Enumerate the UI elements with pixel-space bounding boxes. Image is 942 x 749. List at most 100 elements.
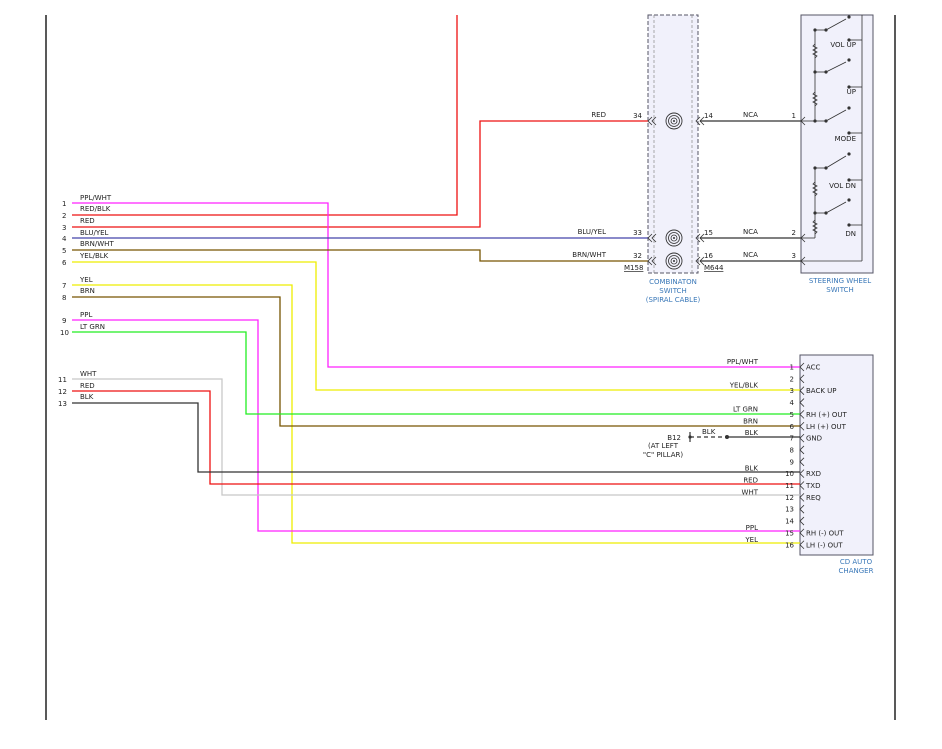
combo-wire-label: BRN/WHT xyxy=(572,251,606,259)
connector-chevron-icon xyxy=(799,433,805,443)
wire-lt-grn-pin10 xyxy=(72,331,800,415)
cd-pin-number: 14 xyxy=(785,518,794,526)
left-pin-number: 4 xyxy=(62,235,67,243)
ground-id: B12 xyxy=(667,434,681,442)
cd-pin-function: LH (-) OUT xyxy=(806,541,843,549)
spiral-coil-icon xyxy=(665,229,683,247)
wire-wht-pin11 xyxy=(72,378,800,496)
combo-wire-label: NCA xyxy=(743,251,758,259)
ground-labels: B12 (AT LEFT "C" PILLAR) BLK xyxy=(643,428,716,459)
left-pin-wire-label: RED xyxy=(80,217,95,225)
cd-pin-function: TXD xyxy=(805,482,820,490)
left-pin-number: 10 xyxy=(60,329,69,337)
combo-wire-label: NCA xyxy=(743,228,758,236)
steering-switch-labels: 1 2 3 VOL UP UP MODE VOL DN DN STEERING … xyxy=(792,41,872,294)
connector-chevron-icon xyxy=(647,116,657,126)
steering-button-label: MODE xyxy=(835,135,856,143)
left-pin-wire-label: BRN/WHT xyxy=(80,240,114,248)
combo-pin-number: 33 xyxy=(633,229,642,237)
cd-pin-function: GND xyxy=(806,435,822,443)
connector-chevron-icon xyxy=(695,116,705,126)
connector-chevron-icon xyxy=(799,469,805,478)
left-pin-number: 8 xyxy=(62,294,66,302)
cd-pin-function: RXD xyxy=(806,470,821,478)
left-pin-number: 12 xyxy=(58,388,67,396)
steering-pin-number: 3 xyxy=(792,252,796,260)
connector-chevron-icon xyxy=(799,540,805,550)
connector-chevron-icon xyxy=(647,256,657,266)
steering-pin-number: 2 xyxy=(792,229,796,237)
combo-pin-number: 15 xyxy=(704,229,713,237)
left-pin-wire-label: BRN xyxy=(80,287,95,295)
left-pin-wire-label: YEL xyxy=(79,276,93,284)
cd-pin-number: 4 xyxy=(790,399,795,407)
left-pin-wire-label: RED/BLK xyxy=(80,205,111,213)
cd-wire-label: BLK xyxy=(745,465,759,473)
switch-contact-dots xyxy=(813,15,851,227)
left-pin-number: 5 xyxy=(62,247,66,255)
wires xyxy=(72,15,801,544)
cd-pin-function: BACK UP xyxy=(806,387,837,395)
combo-wire-label: NCA xyxy=(743,111,758,119)
cd-wire-label: RED xyxy=(743,477,758,485)
connector-id-m644: M644 xyxy=(704,264,724,272)
ground-splice-dot xyxy=(725,435,729,439)
left-pin-wire-label: PPL xyxy=(80,311,92,319)
combo-pin-number: 14 xyxy=(704,112,713,120)
left-pin-number: 9 xyxy=(62,317,66,325)
wire-red-pin3 xyxy=(72,120,648,228)
cd-pin-number: 6 xyxy=(790,423,795,431)
connector-chevron-icon xyxy=(799,410,805,419)
connector-chevron-icon xyxy=(799,398,805,407)
steering-pin-number: 1 xyxy=(792,112,796,120)
cd-pin-number: 3 xyxy=(790,387,794,395)
steering-switch-circuit xyxy=(801,15,863,262)
cd-pin-number: 13 xyxy=(785,506,794,514)
cd-pin-function: ACC xyxy=(806,364,821,372)
connector-chevron-icon xyxy=(799,374,805,384)
steering-button-label: VOL DN xyxy=(829,182,856,190)
ground-location: "C" PILLAR) xyxy=(643,451,683,459)
connector-chevron-icon xyxy=(799,493,805,502)
cd-pin-number: 15 xyxy=(785,529,794,537)
cd-wire-label: BRN xyxy=(743,417,758,425)
connector-chevron-icon xyxy=(695,256,705,266)
steering-switch-caption: SWITCH xyxy=(826,286,853,294)
combination-switch-caption: (SPIRAL CABLE) xyxy=(646,296,701,304)
combo-wire-label: BLU/YEL xyxy=(578,228,607,236)
left-pin-number: 11 xyxy=(58,376,67,384)
wire-red-pin2 xyxy=(72,15,458,216)
connector-chevron-icon xyxy=(799,445,805,455)
combo-wire-label: RED xyxy=(591,111,606,119)
ground-wire-label: BLK xyxy=(702,428,716,436)
connector-chevron-icon xyxy=(799,504,805,514)
cd-pin-function: RH (+) OUT xyxy=(806,411,848,419)
combo-pin-number: 32 xyxy=(633,252,642,260)
steering-button-label: DN xyxy=(845,230,856,238)
connector-chevron-icon xyxy=(799,421,805,431)
left-pin-number: 1 xyxy=(62,200,66,208)
left-pin-number: 6 xyxy=(62,259,67,267)
combo-pin-number: 34 xyxy=(633,112,642,120)
steering-button-label: UP xyxy=(847,88,856,96)
wire-ppl-pin9 xyxy=(72,319,800,532)
cd-pin-number: 2 xyxy=(790,375,794,383)
left-pin-wire-label: BLK xyxy=(80,393,94,401)
cd-pin-number: 16 xyxy=(785,541,794,549)
cd-pin-number: 12 xyxy=(785,494,794,502)
cd-wire-label: YEL/BLK xyxy=(729,382,759,390)
cd-pin-function: LH (+) OUT xyxy=(806,423,847,431)
steering-switch-caption: STEERING WHEEL xyxy=(809,277,871,285)
wire-brn-pin8 xyxy=(72,296,800,427)
left-pin-wire-label: BLU/YEL xyxy=(80,229,109,237)
connector-chevron-icon xyxy=(647,233,657,243)
cd-pin-function: RH (-) OUT xyxy=(806,529,844,537)
left-pin-wire-label: PPL/WHT xyxy=(80,194,112,202)
wire-red-pin12 xyxy=(72,390,800,485)
left-connector-pins: 1 PPL/WHT 2 RED/BLK 3 RED 4 BLU/YEL 5 BR… xyxy=(58,194,114,408)
left-pin-number: 2 xyxy=(62,212,66,220)
cd-wire-label: BLK xyxy=(745,429,759,437)
ground-point-dot xyxy=(688,435,692,439)
